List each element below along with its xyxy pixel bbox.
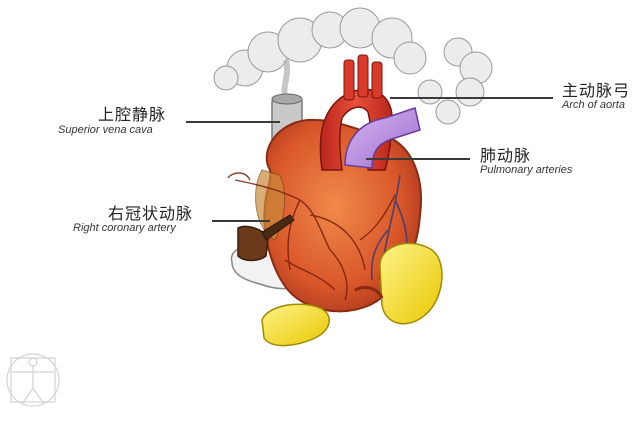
- label-superior-vena-cava-zh: 上腔静脉: [98, 105, 167, 124]
- leader-line-arch: [390, 97, 553, 99]
- pulmonary-trunk: [344, 107, 421, 169]
- smoke-clouds: [213, 7, 493, 125]
- label-pulmonary-arteries-zh: 肺动脉: [480, 146, 532, 165]
- right-shoe: [379, 242, 443, 325]
- leader-line-svc: [186, 121, 280, 123]
- leader-line-rca: [212, 220, 270, 222]
- left-shoe: [261, 303, 330, 347]
- vitruvian-man-logo: [6, 353, 60, 407]
- label-superior-vena-cava-en: Superior vena cava: [58, 124, 153, 136]
- label-right-coronary-artery-zh: 右冠状动脉: [108, 204, 194, 223]
- leader-line-pulm: [366, 158, 470, 160]
- label-right-coronary-artery-en: Right coronary artery: [73, 222, 176, 234]
- label-arch-of-aorta-en: Arch of aorta: [562, 99, 625, 111]
- label-pulmonary-arteries-en: Pulmonary arteries: [480, 164, 573, 176]
- label-arch-of-aorta-zh: 主动脉弓: [562, 81, 631, 100]
